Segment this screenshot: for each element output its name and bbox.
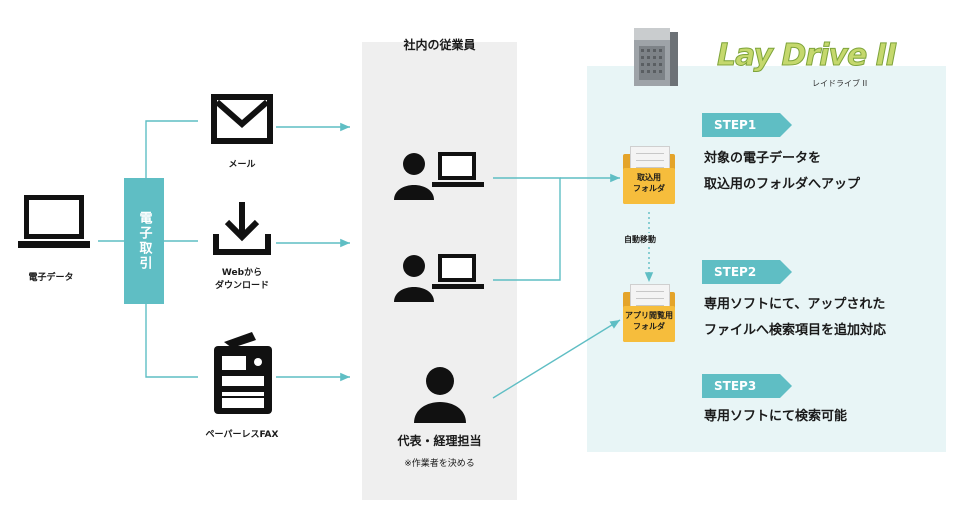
mail-label: メール (228, 160, 256, 170)
app-folder-label-2: フォルダ (633, 322, 665, 331)
fax-machine-icon (212, 330, 274, 416)
app-folder-icon: アプリ閲覧用フォルダ (623, 284, 675, 342)
pc-label: 電子データ (28, 273, 74, 283)
laptop-icon (16, 193, 96, 253)
laydrive-logo-kana: レイドライブ II (812, 79, 868, 88)
torihiki-bar: 電子取引 (124, 178, 164, 304)
fax-label: ペーパーレスFAX (205, 430, 279, 440)
step2-line2: ファイルへ検索項目を追加対応 (704, 323, 887, 338)
to-mail-line (145, 120, 198, 178)
auto-move-label: 自動移動 (624, 233, 656, 246)
mail-icon (211, 94, 273, 146)
rep-note: ※作業者を決める (404, 459, 475, 469)
step3-line1: 専用ソフトにて検索可能 (704, 409, 848, 424)
step3-tag: STEP3 (702, 374, 792, 398)
step2-tag: STEP2 (702, 260, 792, 284)
import-folder-label-2: フォルダ (633, 184, 665, 193)
step1-tag: STEP1 (702, 113, 792, 137)
import-folder-icon: 取込用フォルダ (623, 146, 675, 204)
representative-person-icon (414, 365, 466, 425)
step1-line1: 対象の電子データを (704, 151, 822, 166)
employees-join-line (493, 177, 561, 281)
to-fax-line (145, 304, 198, 378)
web-label-1: Webから (221, 268, 263, 278)
import-folder-label-1: 取込用 (637, 173, 661, 182)
employee-pc-icon-1 (394, 150, 486, 202)
web-label-2: ダウンロード (214, 281, 269, 291)
step1-line2: 取込用のフォルダへアップ (704, 177, 861, 192)
step2-line1: 専用ソフトにて、アップされた (704, 297, 886, 312)
employee-pc-icon-2 (394, 252, 486, 304)
nas-server-icon (632, 26, 680, 88)
rep-label: 代表・経理担当 (397, 434, 482, 448)
download-icon (211, 200, 273, 256)
employees-title: 社内の従業員 (403, 38, 476, 52)
laydrive-logo: Lay Drive II (716, 38, 897, 74)
rep-to-app-folder-arrow (492, 319, 621, 399)
app-folder-label-1: アプリ閲覧用 (625, 311, 673, 320)
